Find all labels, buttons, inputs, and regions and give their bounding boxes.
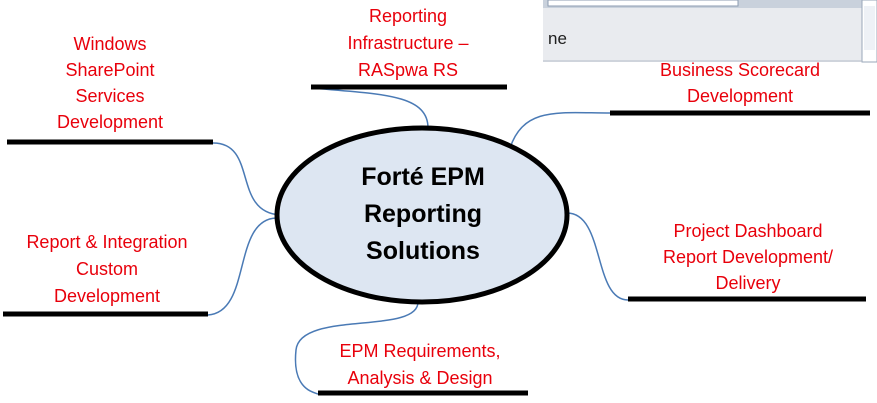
- node-reporting-infrastructure-line-3: RASpwa RS: [358, 60, 458, 80]
- connector-reporting-infrastructure: [310, 87, 429, 129]
- node-report-integration-line-1: Report & Integration: [26, 232, 187, 252]
- node-epm-requirements: EPM Requirements, Analysis & Design: [339, 341, 500, 388]
- node-project-dashboard-line-1: Project Dashboard: [673, 221, 822, 241]
- node-reporting-infrastructure-line-1: Reporting: [369, 6, 447, 26]
- node-epm-requirements-line-1: EPM Requirements,: [339, 341, 500, 361]
- node-wss-line-4: Development: [57, 112, 163, 132]
- node-business-scorecard-line-2: Development: [687, 86, 793, 106]
- center-ellipse: [274, 125, 570, 305]
- connector-report-integration: [207, 217, 277, 316]
- node-business-scorecard: Business Scorecard Development: [660, 60, 820, 106]
- node-project-dashboard: Project Dashboard Report Development/ De…: [663, 221, 833, 293]
- center-title-line-2: Reporting: [364, 200, 482, 228]
- node-epm-requirements-line-2: Analysis & Design: [347, 368, 492, 388]
- node-report-integration-line-3: Development: [54, 286, 160, 306]
- node-wss-line-1: Windows: [73, 34, 146, 54]
- connector-epm-requirements: [294, 301, 419, 395]
- node-business-scorecard-line-1: Business Scorecard: [660, 60, 820, 80]
- connector-wss: [212, 142, 281, 216]
- node-reporting-infrastructure-line-2: Infrastructure –: [347, 33, 468, 53]
- node-project-dashboard-line-3: Delivery: [715, 273, 780, 293]
- node-project-dashboard-line-2: Report Development/: [663, 247, 833, 267]
- embedded-screenshot-fragment: ne: [543, 0, 877, 63]
- node-report-integration-line-2: Custom: [76, 259, 138, 279]
- node-wss-line-3: Services: [75, 86, 144, 106]
- node-report-integration: Report & Integration Custom Development: [26, 232, 187, 306]
- node-wss-development: Windows SharePoint Services Development: [57, 34, 163, 132]
- connector-business-scorecard: [509, 111, 611, 149]
- node-wss-line-2: SharePoint: [65, 60, 154, 80]
- connector-project-dashboard: [566, 212, 629, 301]
- center-title-line-1: Forté EPM: [361, 163, 485, 191]
- center-title-line-3: Solutions: [366, 237, 480, 265]
- screenshot-fragment-text: ne: [548, 29, 567, 48]
- node-reporting-infrastructure: Reporting Infrastructure – RASpwa RS: [347, 6, 468, 80]
